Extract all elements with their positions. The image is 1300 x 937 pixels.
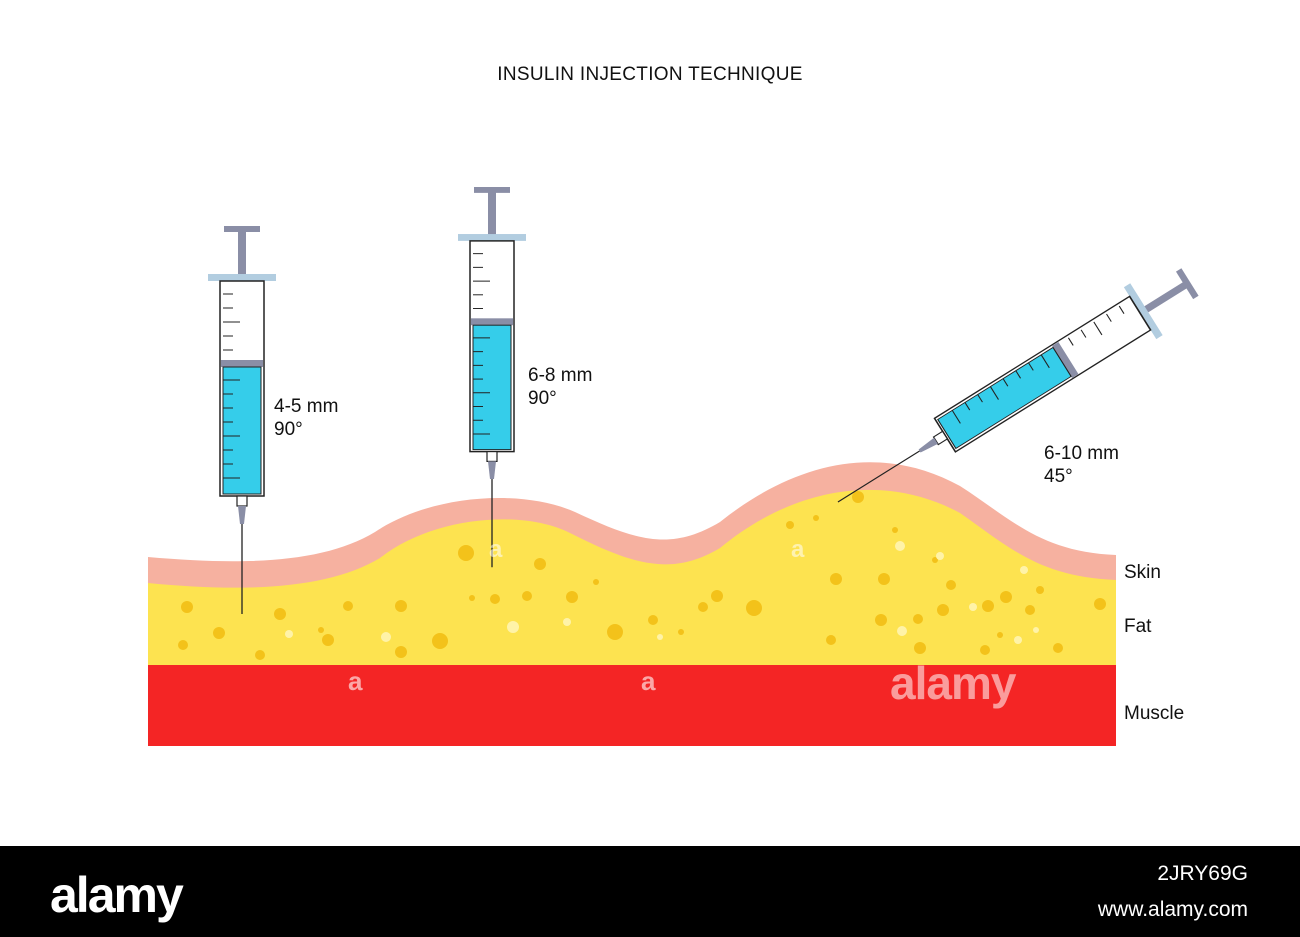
alamy-logo: alamy <box>50 867 184 923</box>
syringe-1-length: 4-5 mm <box>274 396 339 417</box>
syringe-2-length: 6-8 mm <box>528 365 593 386</box>
syringe-1 <box>207 225 277 615</box>
image-id: 2JRY69G <box>1157 862 1248 885</box>
syringe-3-label: 6-10 mm 45° <box>1044 442 1119 488</box>
muscle-layer <box>148 665 1116 746</box>
watermark-small-4: a <box>489 536 503 563</box>
fat-layer <box>148 485 1116 665</box>
syringe-3-angle: 45° <box>1044 466 1073 487</box>
syringe-1-angle: 90° <box>274 419 303 440</box>
watermark-center: alamy <box>890 657 1016 709</box>
syringe-2-angle: 90° <box>528 388 557 409</box>
watermark-small-3: a <box>791 536 805 563</box>
muscle-label: Muscle <box>1124 703 1185 724</box>
diagram: a a a a INSULIN INJECTION TECHNIQUE 4-5 … <box>148 64 1207 746</box>
skin-layer <box>148 462 1116 588</box>
syringe-2-label: 6-8 mm 90° <box>528 364 592 410</box>
watermark-small-1: a <box>348 666 363 696</box>
diagram-title: INSULIN INJECTION TECHNIQUE <box>497 64 803 85</box>
fat-label: Fat <box>1124 616 1152 637</box>
watermark-small-2: a <box>641 666 656 696</box>
fat-globules <box>178 491 1106 660</box>
site-url: www.alamy.com <box>1097 898 1248 921</box>
syringe-1-label: 4-5 mm 90° <box>274 395 338 441</box>
syringe-3-length: 6-10 mm <box>1044 443 1119 464</box>
skin-label: Skin <box>1124 562 1161 583</box>
diagram-canvas: a a a a <box>148 186 1207 746</box>
footer-bar: alamy 2JRY69G www.alamy.com <box>0 846 1300 937</box>
